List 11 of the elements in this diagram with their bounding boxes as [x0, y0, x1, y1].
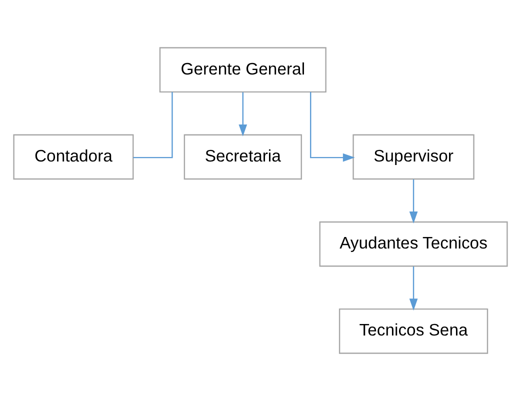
node-box: Supervisor [352, 134, 474, 180]
node-box: Gerente General [158, 46, 326, 92]
node-box: Secretaria [183, 134, 302, 180]
node-box: Contadora [12, 134, 134, 180]
node-box: Ayudantes Tecnicos [318, 220, 508, 266]
arrow [408, 178, 418, 223]
arrow [310, 91, 354, 162]
arrow [408, 266, 418, 310]
connector [132, 91, 172, 158]
node-box: Tecnicos Sena [338, 308, 488, 354]
arrow [238, 92, 247, 136]
